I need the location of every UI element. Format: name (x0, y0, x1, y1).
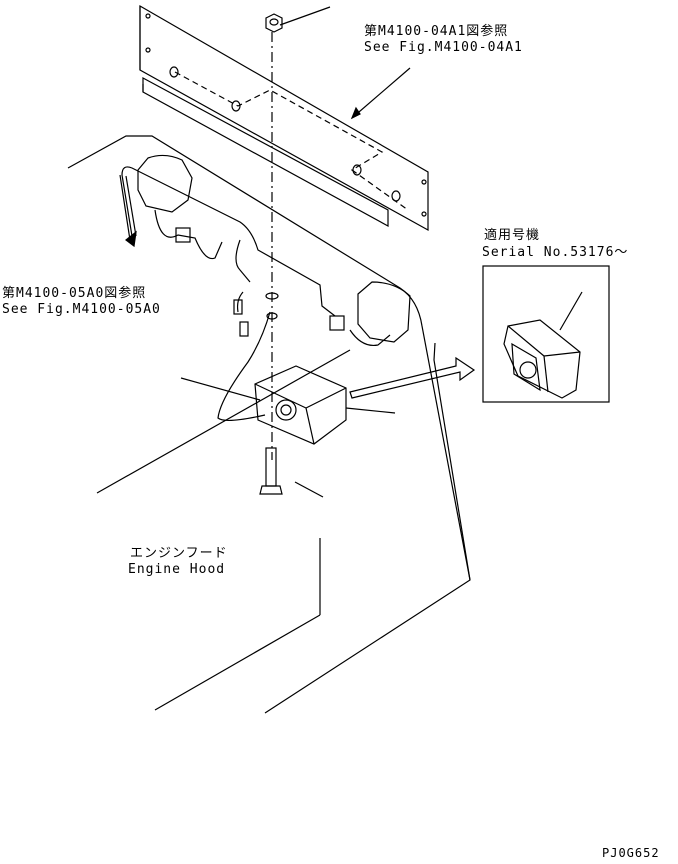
detail-arrow (349, 356, 476, 399)
ref-left-jp: 第M4100-05A0図参照 (2, 286, 147, 301)
mounting-bolt (259, 447, 283, 495)
old-lamp-left (137, 154, 249, 337)
work-lamp-box (180, 365, 396, 445)
wiring-harness (119, 166, 391, 421)
inset-frame (482, 265, 610, 403)
engine-hood-outline (67, 135, 471, 714)
leader-line-top-bolt (279, 6, 331, 26)
hood-en: Engine Hood (128, 562, 226, 577)
old-lamp-right (329, 281, 411, 343)
bracket-plate (139, 4, 429, 232)
ref-top-jp: 第M4100-04A1図参照 (364, 24, 509, 39)
drawing-id: PJ0G652 (602, 846, 660, 860)
washer-upper (265, 292, 279, 300)
ref-top-en: See Fig.M4100-04A1 (364, 40, 523, 55)
washer-lower (266, 312, 278, 320)
leader-arrow-plate (350, 67, 411, 120)
ref-left-en: See Fig.M4100-05A0 (2, 302, 161, 317)
serial-jp: 適用号機 (484, 228, 541, 243)
hood-jp: エンジンフード (130, 546, 228, 561)
nut (265, 13, 283, 33)
serial-en: Serial No.53176～ (482, 245, 629, 260)
new-lamp-inset (503, 291, 583, 399)
